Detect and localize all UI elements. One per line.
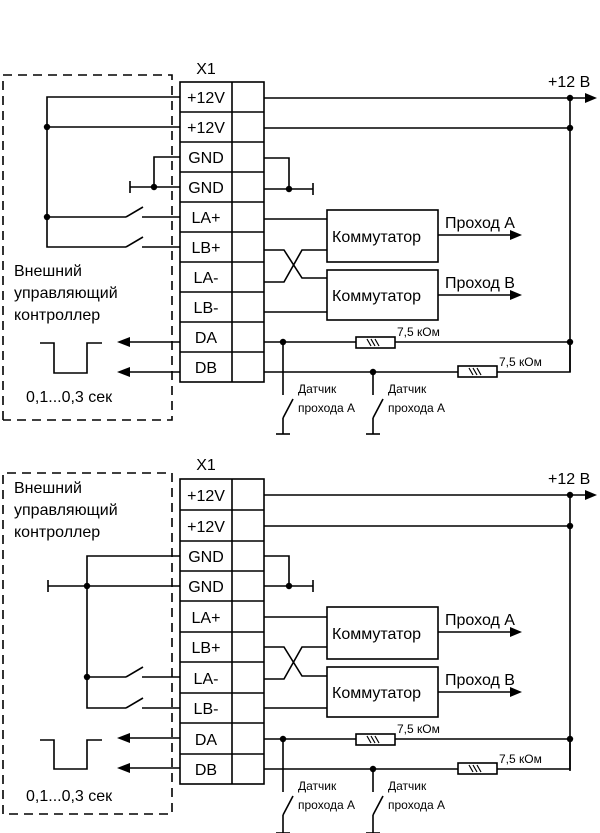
terminal-label: +12V <box>187 120 225 137</box>
controller-label: Внешний <box>14 480 82 497</box>
resistor-2 <box>457 365 498 378</box>
terminal-label: GND <box>188 150 224 167</box>
resistor-1 <box>355 733 396 746</box>
switch-contact-icon <box>125 697 144 709</box>
terminal-label: DB <box>195 360 217 377</box>
sensor-1-label: прохода А <box>298 798 355 812</box>
output-a-label: Проход А <box>445 215 515 232</box>
controller-boundary <box>2 74 173 421</box>
arrow-right-icon <box>585 490 597 500</box>
output-b-label: Проход В <box>445 275 515 292</box>
terminal-label: DB <box>195 762 217 779</box>
commutator-a <box>326 209 439 263</box>
pulse-duration-label: 0,1...0,3 сек <box>26 788 113 805</box>
connector-label: X1 <box>196 457 216 474</box>
power-label: +12 В <box>548 74 590 91</box>
terminal-label: LB+ <box>192 640 221 657</box>
terminal-label: GND <box>188 549 224 566</box>
sensor-2-label: прохода А <box>388 401 445 415</box>
sensor-contact-icon <box>372 398 384 419</box>
resistor-2-label: 7,5 кОм <box>499 752 542 766</box>
controller-label: контроллер <box>14 307 100 324</box>
terminal-label: +12V <box>187 519 225 536</box>
terminal-label: DA <box>195 732 218 749</box>
resistor-2 <box>457 762 498 775</box>
sensor-contact-icon <box>282 795 294 816</box>
switch-contact-icon <box>125 666 144 678</box>
sensor-2-label: Датчик <box>388 779 427 793</box>
resistor-2-label: 7,5 кОм <box>499 355 542 369</box>
pulse-icon <box>40 342 102 374</box>
diagram-2: X1 +12V +12V GND GND LA+ LB+ LA- LB- DA … <box>2 457 597 833</box>
commutator-b-label: Коммутатор <box>332 288 421 305</box>
controller-label: управляющий <box>14 285 118 302</box>
arrow-right-icon <box>510 687 522 697</box>
commutator-b <box>326 666 439 718</box>
terminal-label: GND <box>188 180 224 197</box>
arrow-right-icon <box>510 290 522 300</box>
sensor-1-label: Датчик <box>298 779 337 793</box>
resistor-1-label: 7,5 кОм <box>397 722 440 736</box>
commutator-a-label: Коммутатор <box>332 626 421 643</box>
connector-label: X1 <box>196 61 216 78</box>
diagram-1: X1 +12V +12V GND GND LA+ LB+ LA- LB- DA … <box>2 61 597 435</box>
pulse-duration-label: 0,1...0,3 сек <box>26 389 113 406</box>
terminal-label: LA+ <box>192 210 221 227</box>
commutator-b-label: Коммутатор <box>332 685 421 702</box>
output-b-label: Проход В <box>445 672 515 689</box>
terminal-label: +12V <box>187 90 225 107</box>
terminal-label: LB- <box>194 701 219 718</box>
power-label: +12 В <box>548 471 590 488</box>
controller-boundary <box>2 472 173 815</box>
controller-label: управляющий <box>14 502 118 519</box>
sensor-1-label: прохода А <box>298 401 355 415</box>
terminal-label: LB+ <box>192 240 221 257</box>
terminal-label: DA <box>195 330 218 347</box>
commutator-a-label: Коммутатор <box>332 229 421 246</box>
sensor-contact-icon <box>372 795 384 816</box>
controller-label: контроллер <box>14 524 100 541</box>
switch-contact-icon <box>125 236 144 248</box>
terminal-label: LA- <box>194 270 219 287</box>
terminal-block: +12V +12V GND GND LA+ LB+ LA- LB- DA DB <box>179 81 265 383</box>
controller-wiring <box>40 555 180 773</box>
controller-label: Внешний <box>14 263 82 280</box>
arrow-left-icon <box>117 337 130 347</box>
device-wiring <box>264 490 597 833</box>
resistor-1-label: 7,5 кОм <box>397 325 440 339</box>
terminal-label: LA+ <box>192 610 221 627</box>
device-wiring <box>264 93 597 435</box>
arrow-right-icon <box>510 627 522 637</box>
terminal-label: LB- <box>194 300 219 317</box>
arrow-left-icon <box>117 733 130 743</box>
sensor-1-label: Датчик <box>298 382 337 396</box>
switch-contact-icon <box>125 206 144 218</box>
terminal-label: LA- <box>194 671 219 688</box>
output-a-label: Проход А <box>445 612 515 629</box>
resistor-1 <box>355 336 396 349</box>
arrow-right-icon <box>585 93 597 103</box>
controller-wiring <box>40 96 180 377</box>
commutator-b <box>326 269 439 321</box>
pulse-icon <box>40 739 102 770</box>
arrow-left-icon <box>117 763 130 773</box>
terminal-label: GND <box>188 579 224 596</box>
sensor-contact-icon <box>282 398 294 419</box>
sensor-2-label: прохода А <box>388 798 445 812</box>
arrow-left-icon <box>117 367 130 377</box>
arrow-right-icon <box>510 230 522 240</box>
terminal-label: +12V <box>187 488 225 505</box>
commutator-a <box>326 606 439 660</box>
terminal-block: +12V +12V GND GND LA+ LB+ LA- LB- DA DB <box>179 478 265 785</box>
sensor-2-label: Датчик <box>388 382 427 396</box>
